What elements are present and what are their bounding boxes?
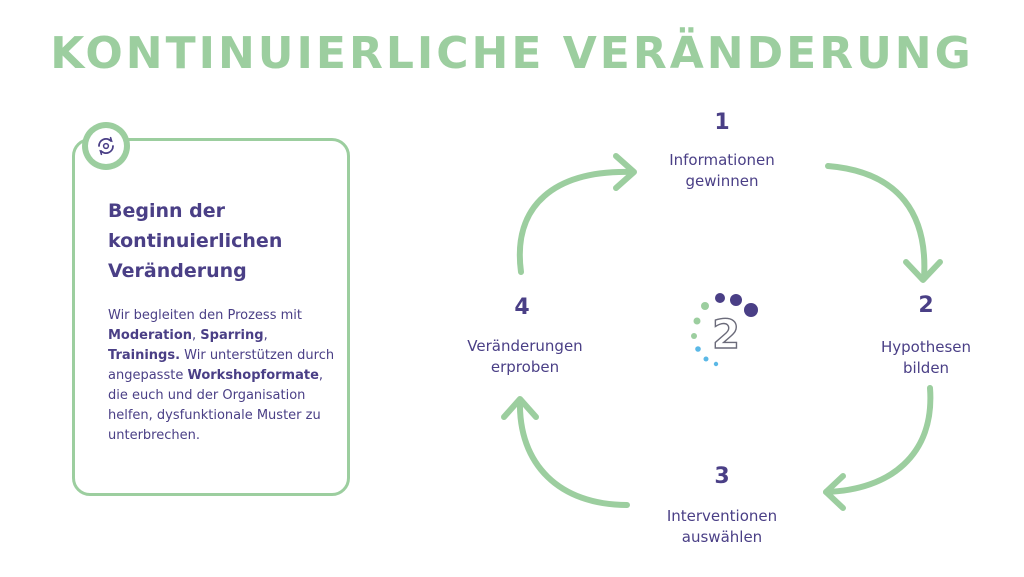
card-heading-line: kontinuierlichen xyxy=(108,230,283,252)
step-4-number: 4 xyxy=(514,295,530,320)
step-label-line: Interventionen xyxy=(666,507,778,525)
info-card xyxy=(72,138,350,496)
step-3-number: 3 xyxy=(714,464,730,489)
cycle-arrow-4-to-1 xyxy=(516,168,635,275)
step-label-line: Hypothesen xyxy=(880,338,972,356)
step-1-label: Informationen gewinnen xyxy=(632,150,812,192)
cycle-arrow-1-to-2 xyxy=(825,163,928,281)
step-label-line: gewinnen xyxy=(685,172,759,190)
card-body-segment: , die euch und der Organisation helfen, … xyxy=(108,368,324,443)
arrowhead-icon xyxy=(903,259,943,283)
card-body-bold-sparring: Sparring xyxy=(200,328,264,343)
cycle-arrow-3-to-4 xyxy=(516,397,630,508)
hands-cycle-icon xyxy=(88,128,124,164)
logo-numeral: 2 xyxy=(712,312,740,358)
cycle-arrow-2-to-3 xyxy=(823,385,934,495)
card-body-segment: , xyxy=(263,328,268,343)
card-body-segment: , xyxy=(192,328,201,343)
step-label-line: Informationen xyxy=(669,151,775,169)
card-body-text: Wir begleiten den Prozess mit Moderation… xyxy=(108,306,340,446)
card-heading-line: Beginn der xyxy=(108,200,226,222)
step-2-label: Hypothesen bilden xyxy=(836,337,1016,379)
arrowhead-icon xyxy=(823,473,846,511)
arrowhead-icon xyxy=(501,396,539,420)
card-body-bold-trainings: Trainings. xyxy=(108,348,181,363)
logo-dots-icon xyxy=(691,293,758,367)
arrowhead-icon xyxy=(613,153,637,191)
card-body-segment: Wir begleiten den Prozess mit xyxy=(108,308,302,323)
page-title: KONTINUIERLICHE VERÄNDERUNG xyxy=(50,28,974,79)
card-badge xyxy=(82,122,130,170)
card-heading: Beginn der kontinuierlichen Veränderung xyxy=(108,196,338,286)
step-2-number: 2 xyxy=(918,293,934,318)
card-body-bold-workshopformate: Workshopformate xyxy=(187,368,319,383)
card-heading-line: Veränderung xyxy=(108,260,247,282)
step-label-line: erproben xyxy=(490,358,560,376)
step-3-label: Interventionen auswählen xyxy=(632,506,812,548)
step-4-label: Veränderungen erproben xyxy=(435,336,615,378)
step-label-line: auswählen xyxy=(681,528,763,546)
card-body-segment: Wir unterstützen durch angepasste xyxy=(108,348,335,383)
step-1-number: 1 xyxy=(714,110,730,135)
card-body-bold-moderation: Moderation xyxy=(108,328,193,343)
step-label-line: bilden xyxy=(902,359,950,377)
step-label-line: Veränderungen xyxy=(467,337,583,355)
